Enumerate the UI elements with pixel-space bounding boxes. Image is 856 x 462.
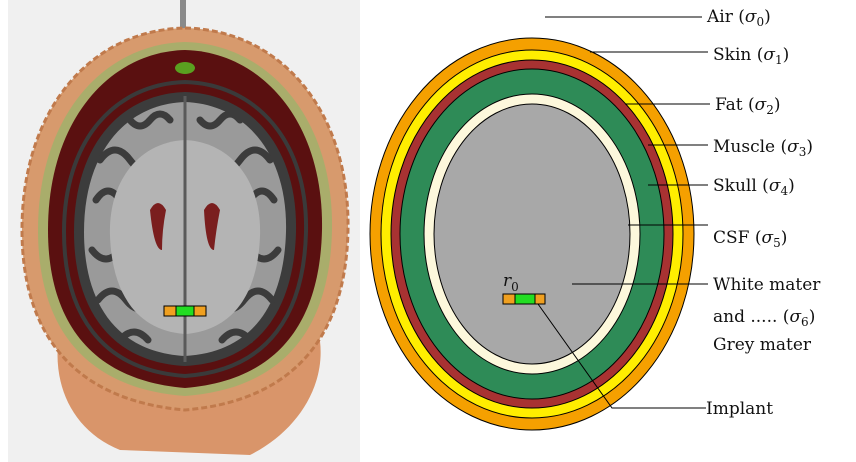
head-model-image bbox=[8, 0, 360, 462]
label-brain-line2: and ..... (σ6) bbox=[713, 307, 815, 329]
label-brain-line3: Grey mater bbox=[713, 335, 812, 355]
label-fat: Fat (σ2) bbox=[715, 95, 781, 117]
label-air: Air (σ0) bbox=[706, 7, 771, 29]
label-brain-line1: White mater bbox=[713, 275, 821, 295]
label-muscle: Muscle (σ3) bbox=[713, 137, 813, 159]
label-skin: Skin (σ1) bbox=[713, 45, 789, 67]
implant bbox=[503, 294, 545, 304]
label-implant: Implant bbox=[706, 399, 773, 419]
layered-head-diagram: r0 Air (σ0) Skin (σ1) Fat (σ2) Muscle (σ… bbox=[370, 7, 821, 430]
brain-layer bbox=[434, 104, 630, 364]
label-skull: Skull (σ4) bbox=[713, 176, 795, 198]
label-csf: CSF (σ5) bbox=[713, 228, 787, 250]
